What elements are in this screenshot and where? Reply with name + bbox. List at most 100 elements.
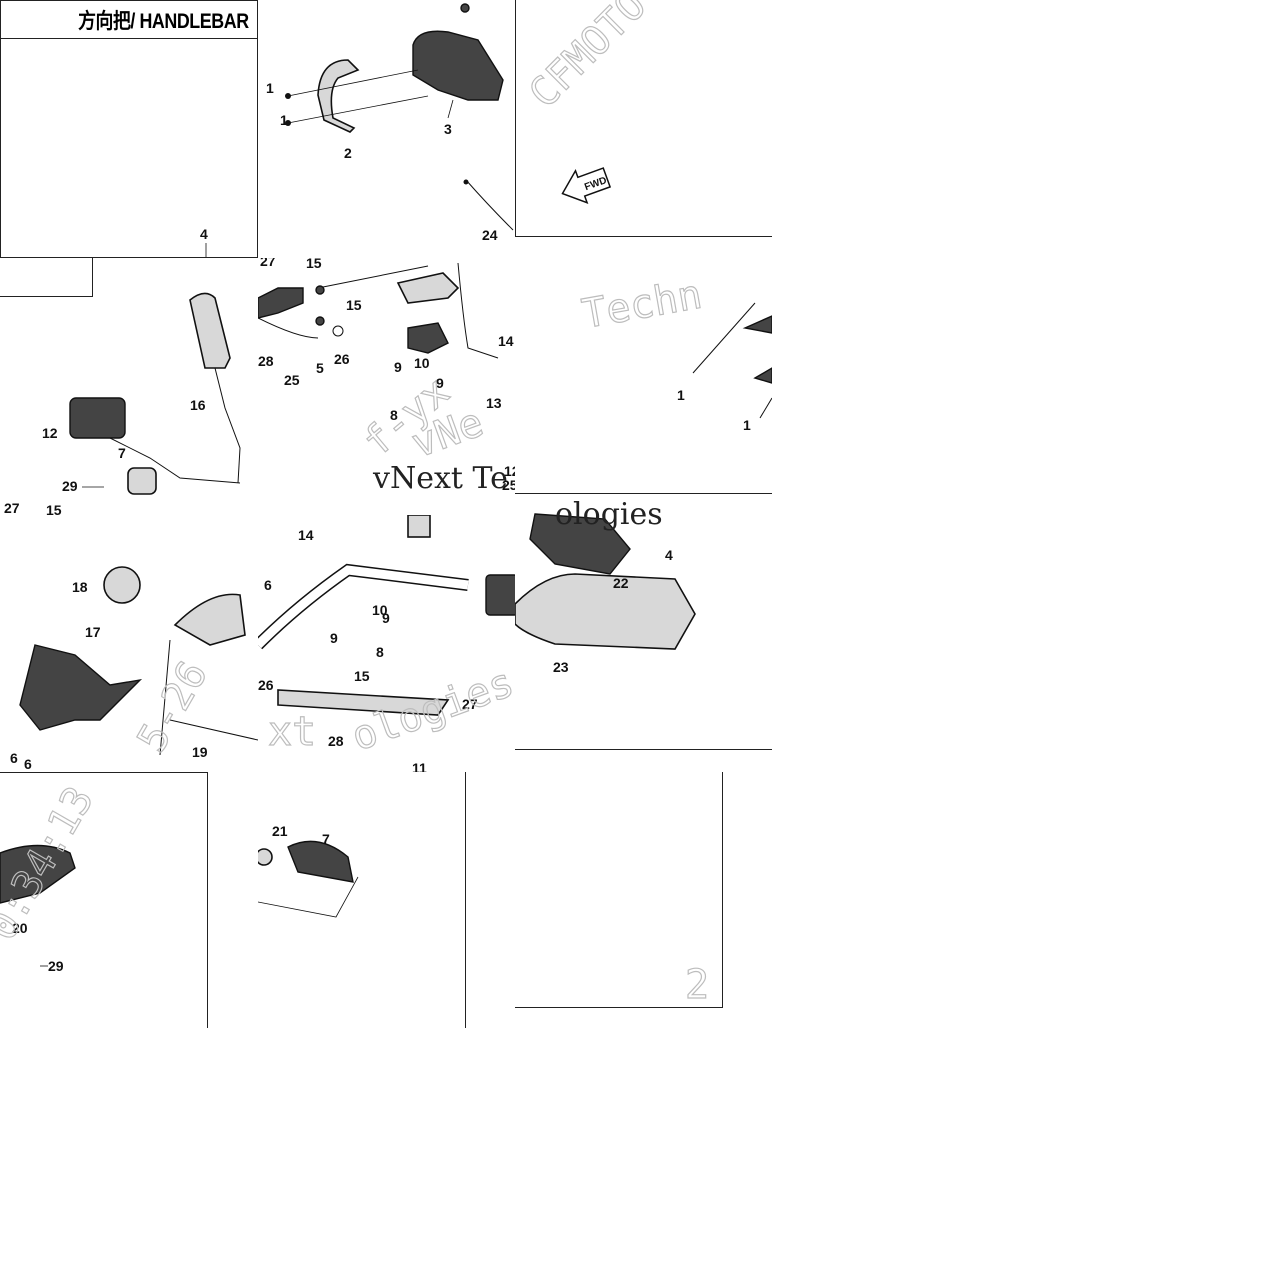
clamp-bracket (407, 322, 449, 354)
watermark-time: 0:34:13 (0, 779, 103, 948)
callout-12: 12 (42, 425, 58, 441)
grip-end (258, 848, 273, 866)
callout-20: 20 (12, 920, 28, 936)
callout-29: 29 (48, 958, 64, 974)
callout-21: 21 (272, 823, 288, 839)
callout-24: 24 (482, 227, 498, 243)
callout-15a: 15 (306, 258, 322, 271)
bolt-icon (285, 93, 291, 99)
lever (396, 272, 460, 304)
title-panel: 方向把/ HANDLEBAR 4 (0, 0, 258, 258)
callout-19: 19 (192, 744, 208, 760)
callout-9a: 9 (382, 610, 390, 626)
tile-grip: 21 7 (258, 772, 466, 1028)
hand-guard-bracket (317, 59, 360, 133)
callout-17: 17 (85, 624, 101, 640)
tile-handlebar-lower: 14 6 10 9 9 8 26 15 27 28 11 xt ologies (258, 515, 515, 772)
emblem (103, 566, 141, 604)
callout-7: 7 (118, 445, 126, 461)
callout-29: 29 (62, 478, 78, 494)
callout-14: 14 (498, 333, 514, 349)
callout-8: 8 (376, 644, 384, 660)
callout-6b: 6 (24, 756, 32, 772)
callout-27: 27 (4, 500, 20, 515)
callout-13: 13 (486, 395, 502, 411)
callout-28: 28 (258, 353, 274, 369)
mirror-left (173, 593, 246, 646)
callout-16: 16 (190, 397, 206, 413)
clamp (258, 287, 304, 319)
callout-15: 15 (354, 668, 370, 684)
callout-27: 27 (260, 258, 276, 269)
watermark-techn: Techn (579, 272, 706, 338)
mirror-right (189, 292, 231, 369)
fwd-arrow-icon: FWD (561, 167, 612, 204)
master-cylinder (69, 397, 126, 439)
screw-icon (460, 3, 470, 13)
watermark-digit: 2 (685, 962, 709, 1008)
watermark-cfmoto: CFMOTO (521, 0, 656, 117)
grip (127, 467, 157, 495)
page-title: 方向把/ HANDLEBAR (78, 10, 249, 33)
callout-4: 4 (200, 226, 208, 242)
hand-guard-shell (529, 513, 631, 575)
callout-6a: 6 (10, 750, 18, 766)
callout-22: 22 (613, 575, 629, 591)
tile-handguard-lower: ologies 4 22 23 (515, 494, 772, 750)
callout-14: 14 (298, 527, 314, 543)
hand-guard-shell (412, 30, 504, 101)
watermark-vnext: vNext Te (372, 461, 508, 496)
callout-25: 25 (502, 477, 515, 493)
callout-18: 18 (72, 579, 88, 595)
callout-10: 10 (414, 355, 430, 371)
callout-23: 23 (553, 659, 569, 675)
callout-4: 4 (665, 547, 673, 563)
callout-11: 11 (412, 760, 427, 772)
callout-9a: 9 (394, 359, 402, 375)
callout-7: 7 (322, 831, 330, 847)
callout-27: 27 (462, 696, 478, 712)
callout-26: 26 (258, 677, 274, 693)
callout-28: 28 (328, 733, 344, 749)
crossbar (277, 689, 450, 716)
tile-brake-master: 12 7 29 16 27 15 (0, 258, 258, 515)
callout-9b: 9 (330, 630, 338, 646)
watermark-ologies: ologies (555, 497, 663, 532)
watermark-xt: xt (268, 709, 316, 755)
tile-handlebar-center: 27 15 15 28 25 5 26 9 10 9 8 13 14 12 25… (258, 258, 515, 515)
callout-1a: 1 (677, 387, 685, 403)
callout-26: 26 (334, 351, 350, 367)
callout-12: 12 (504, 463, 515, 479)
callout-15: 15 (46, 502, 62, 515)
title-divider (1, 38, 257, 39)
callout-6: 6 (264, 577, 272, 593)
grip-rubber (287, 840, 354, 883)
callout-8: 8 (390, 407, 398, 423)
callout-5: 5 (316, 360, 324, 376)
box-edge (0, 258, 93, 297)
callout-10: 10 (372, 602, 388, 618)
tile-fwd: CFMOTO FWD (515, 0, 772, 237)
callout-layer-t3: 4 (200, 226, 208, 257)
callout-1b: 1 (280, 112, 288, 128)
clamp-block (407, 515, 431, 538)
callout-25: 25 (284, 372, 300, 388)
handguard-diagram: 1 1 2 3 24 (266, 3, 514, 243)
callout-1a: 1 (266, 80, 274, 96)
callout-9b: 9 (436, 375, 444, 391)
mirror (0, 844, 76, 904)
switch-housing (485, 574, 515, 616)
callout-3: 3 (444, 121, 452, 137)
tile-handguard-top: 1 1 2 3 24 (258, 0, 515, 258)
callout-2: 2 (344, 145, 352, 161)
tile-blank: 2 (515, 772, 723, 1008)
watermark-ologies: ologies (346, 660, 515, 761)
callout-1b: 1 (743, 417, 751, 433)
bolt-icon (285, 120, 291, 126)
callout-15b: 15 (346, 297, 362, 313)
cable (465, 179, 514, 231)
hand-guard-bracket (515, 573, 696, 650)
tile-techn: Techn 1 1 (515, 258, 772, 494)
tile-mirror: 20 29 0:34:13 (0, 772, 208, 1028)
front-cover (19, 644, 143, 731)
